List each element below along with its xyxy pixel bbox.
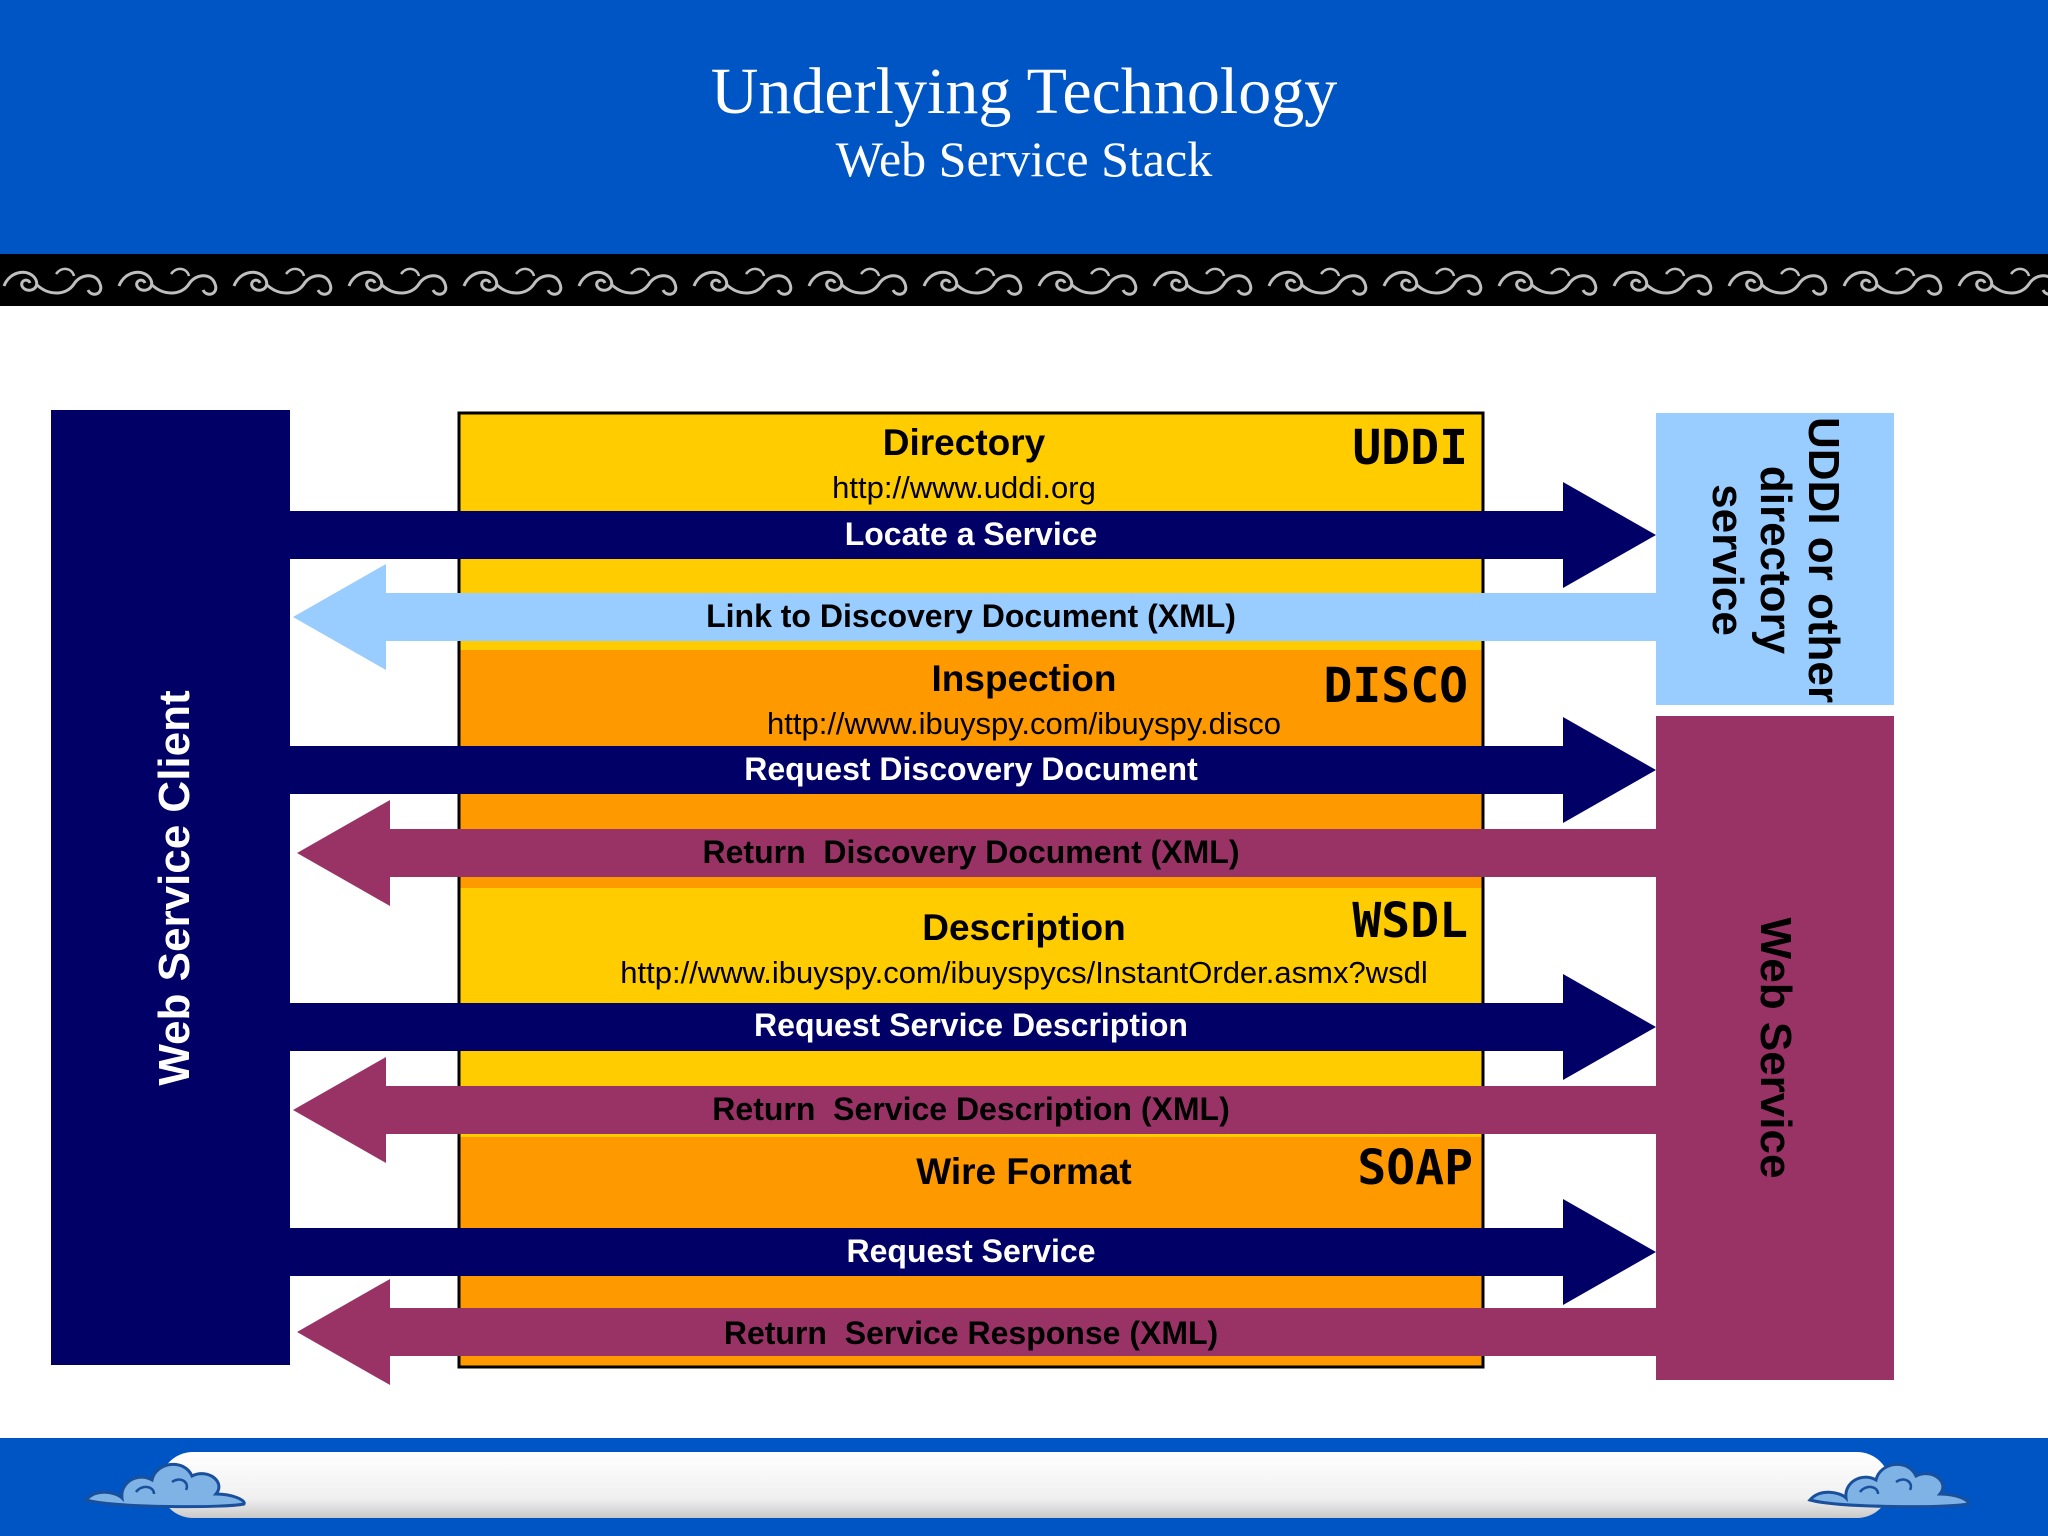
layer-url-directory: http://www.uddi.org — [832, 470, 1096, 505]
protocol-label-disco: DISCO — [1323, 658, 1469, 714]
cloud-ornament-right-icon — [1807, 1462, 1970, 1509]
web-service-box — [1656, 716, 1894, 1380]
message-label-return-discovery: Return Discovery Document (XML) — [702, 834, 1240, 870]
message-label-request-description: Request Service Description — [754, 1007, 1188, 1043]
message-label-link-discovery: Link to Discovery Document (XML) — [706, 598, 1236, 634]
web-service-client-box — [51, 410, 290, 1365]
stack-frame — [457, 411, 1485, 1369]
message-arrow-link-discovery — [293, 564, 1656, 670]
ornament-band — [0, 254, 2048, 306]
protocol-label-wsdl: WSDL — [1352, 893, 1468, 949]
message-arrow-locate-service — [290, 482, 1656, 588]
message-label-return-response: Return Service Response (XML) — [723, 1315, 1219, 1351]
layer-title-inspection: Inspection — [931, 658, 1117, 699]
layer-title-description: Description — [922, 907, 1126, 948]
slide-header — [0, 0, 2048, 254]
protocol-label-uddi: UDDI — [1352, 420, 1468, 476]
message-arrow-return-discovery — [297, 800, 1656, 906]
directory-service-box — [1656, 413, 1894, 705]
message-arrow-request-discovery — [290, 717, 1656, 823]
message-arrow-return-response — [297, 1279, 1656, 1385]
protocol-label-soap: SOAP — [1357, 1140, 1473, 1196]
slide-title: Underlying Technology — [710, 55, 1338, 128]
slide-subtitle: Web Service Stack — [835, 131, 1213, 187]
layer-url-description: http://www.ibuyspy.com/ibuyspycs/Instant… — [620, 955, 1428, 990]
message-arrow-return-description — [293, 1057, 1656, 1163]
message-label-request-discovery: Request Discovery Document — [744, 751, 1198, 787]
footer-scroll-panel — [160, 1452, 1890, 1518]
cloud-ornament-left-icon — [83, 1462, 246, 1509]
layer-title-directory: Directory — [882, 422, 1046, 463]
message-label-locate-service: Locate a Service — [844, 516, 1098, 552]
layer-title-wire-format: Wire Format — [916, 1151, 1132, 1192]
message-arrow-request-description — [290, 974, 1656, 1080]
message-arrow-request-service — [290, 1199, 1656, 1305]
message-label-return-description: Return Service Description (XML) — [712, 1091, 1230, 1127]
message-label-request-service: Request Service — [846, 1233, 1096, 1269]
layer-url-inspection: http://www.ibuyspy.com/ibuyspy.disco — [767, 706, 1281, 741]
